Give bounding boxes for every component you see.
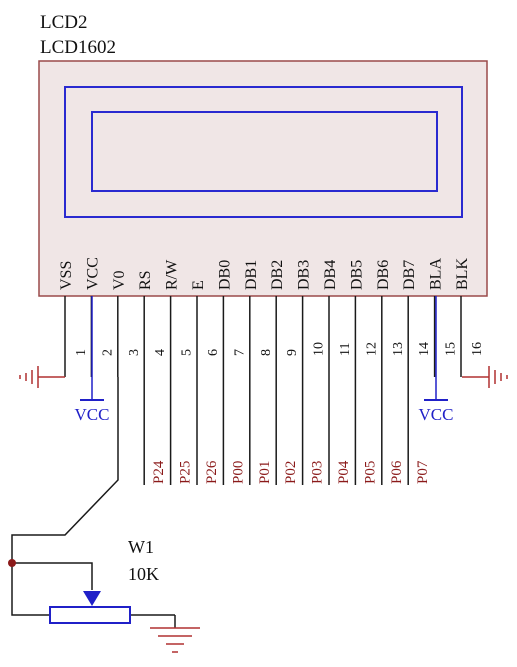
pin-number-13: 13 xyxy=(391,342,406,356)
net-label-p24: P24 xyxy=(151,460,167,484)
vcc-label-left: VCC xyxy=(75,405,110,424)
pin-name-15: BLA xyxy=(428,258,445,290)
pot-value: 10K xyxy=(128,564,159,584)
pin-number-4: 4 xyxy=(153,349,168,356)
lcd-screen-inner xyxy=(91,111,438,192)
lcd-body xyxy=(38,60,488,297)
pin-name-13: DB6 xyxy=(375,260,392,290)
pin-number-2: 2 xyxy=(100,349,115,356)
ground-symbol-left xyxy=(19,366,65,388)
pin-number-1: 1 xyxy=(74,349,89,356)
net-label-p05: P05 xyxy=(362,461,378,484)
pin-number-15: 15 xyxy=(444,342,459,356)
pin-number-16: 16 xyxy=(470,342,485,356)
pin-name-16: BLK xyxy=(454,258,471,290)
potentiometer-wiper-arrow xyxy=(83,591,101,606)
pin-name-8: DB1 xyxy=(243,260,260,290)
junction-dot xyxy=(8,559,16,567)
pin-name-4: RS xyxy=(137,270,154,290)
pin-name-14: DB7 xyxy=(401,260,418,290)
pin-name-6: E xyxy=(190,280,207,290)
pin-name-9: DB2 xyxy=(269,260,286,290)
ground-symbol-right xyxy=(462,366,508,388)
pin-name-7: DB0 xyxy=(216,260,233,290)
component-part: LCD1602 xyxy=(40,37,116,58)
potentiometer-body xyxy=(49,606,131,624)
pin-name-12: DB5 xyxy=(348,260,365,290)
pin-number-10: 10 xyxy=(312,342,327,356)
component-designator: LCD2 xyxy=(40,12,88,33)
pin-number-7: 7 xyxy=(232,349,247,356)
ground-symbol-bottom xyxy=(150,627,200,653)
pin-number-11: 11 xyxy=(338,343,353,356)
pin-name-1: VSS xyxy=(58,261,75,290)
pins-group: VSS1VCC2V03RS4R/W5E6DB07DB18DB29DB310DB4… xyxy=(58,257,485,485)
pin-number-14: 14 xyxy=(417,342,432,356)
lcd-screen-outer xyxy=(64,86,463,218)
pot-wiring xyxy=(11,377,176,628)
net-label-p04: P04 xyxy=(336,460,352,484)
pin-name-2: VCC xyxy=(84,257,101,290)
pin-name-5: R/W xyxy=(164,259,181,290)
pot-designator: W1 xyxy=(128,537,154,557)
pin-name-11: DB4 xyxy=(322,260,339,290)
net-label-p07: P07 xyxy=(415,460,431,484)
net-label-p01: P01 xyxy=(257,461,273,484)
net-label-p06: P06 xyxy=(389,460,405,484)
net-label-p02: P02 xyxy=(283,461,299,484)
pin-number-5: 5 xyxy=(180,349,195,356)
pin-number-3: 3 xyxy=(127,349,142,356)
vcc-label-right: VCC xyxy=(419,405,454,424)
pin-name-10: DB3 xyxy=(296,260,313,290)
net-label-p03: P03 xyxy=(310,461,326,484)
pin-number-9: 9 xyxy=(285,349,300,356)
net-label-p00: P00 xyxy=(230,461,246,484)
pin-number-12: 12 xyxy=(364,342,379,356)
pin-name-3: V0 xyxy=(111,270,128,290)
vcc-symbol-right: VCC xyxy=(419,296,454,424)
pin-number-6: 6 xyxy=(206,349,221,356)
net-label-p25: P25 xyxy=(178,461,194,484)
pin-number-8: 8 xyxy=(259,349,274,356)
net-label-p26: P26 xyxy=(204,460,220,484)
vcc-symbol-left: VCC xyxy=(75,296,110,424)
